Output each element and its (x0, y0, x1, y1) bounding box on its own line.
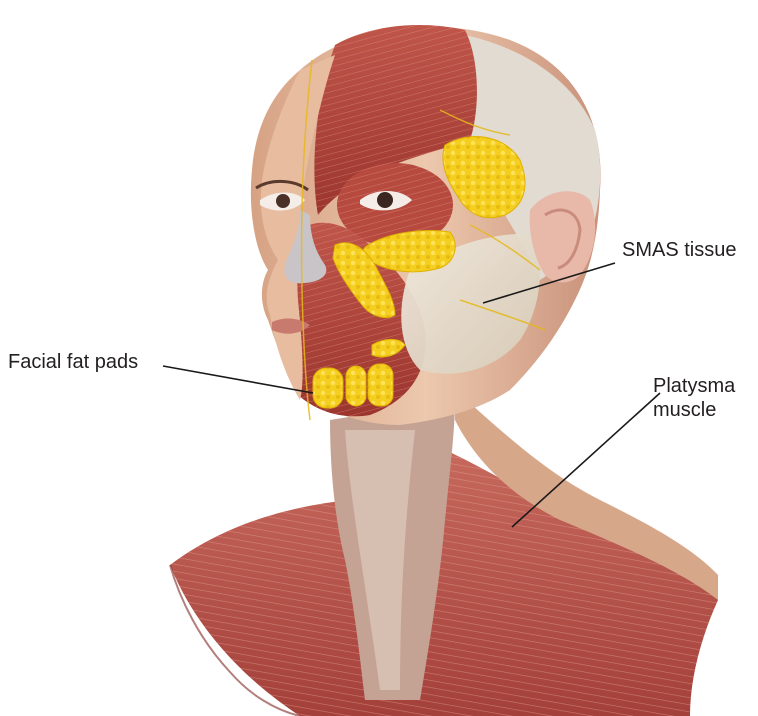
label-facial-fat-pads: Facial fat pads (8, 350, 138, 374)
label-platysma-line2: muscle (653, 398, 735, 422)
label-platysma-line1: Platysma (653, 374, 735, 398)
fat-pad-chin-3 (368, 364, 393, 406)
fat-pad-chin-1 (313, 368, 343, 408)
label-smas-tissue: SMAS tissue (622, 238, 736, 262)
fat-pad-chin-2 (346, 366, 366, 406)
label-platysma-muscle: Platysma muscle (653, 374, 735, 422)
